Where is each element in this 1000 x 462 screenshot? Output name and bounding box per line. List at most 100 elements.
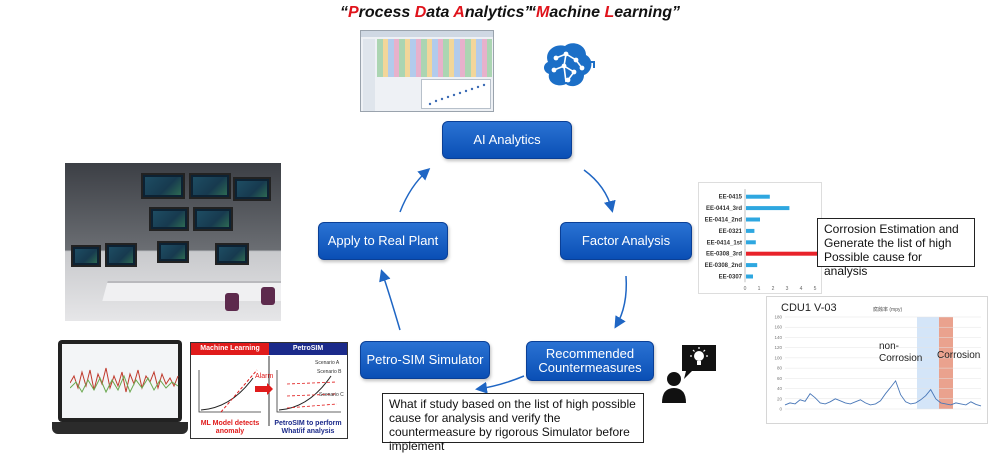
panel-graphs (198, 356, 341, 426)
heading-pda-open-quote: “ (340, 4, 348, 21)
factor-category-label: EE-0307 (719, 275, 743, 281)
arrow-factor-to-recommend (614, 275, 628, 329)
cdu-y-tick: 180 (774, 315, 782, 320)
cdu-label-corrosion: Corrosion (937, 350, 980, 361)
heading-pda-rest3: nalytics” (464, 4, 533, 21)
thumb-data-grid (377, 39, 492, 77)
control-room-desk (102, 281, 281, 301)
factor-x-tick: 2 (772, 286, 775, 292)
factor-category-label: EE-0414_1st (707, 240, 742, 246)
control-room-monitor (157, 241, 189, 263)
heading-process-data-analytics: “Process Data Analytics” (340, 4, 532, 22)
factor-bar (746, 251, 819, 256)
region-corrosion (939, 317, 953, 409)
heading-pda-p: P (348, 4, 359, 21)
factor-x-tick: 4 (800, 286, 803, 292)
control-room-photo (65, 163, 281, 321)
factor-category-label: EE-0414_2nd (705, 218, 743, 224)
arrow-petro-to-apply (379, 269, 401, 331)
cdu-y-tick: 140 (774, 335, 782, 340)
laptop-image (52, 340, 188, 436)
arrow-apply-to-ai (399, 168, 431, 213)
region-non-corrosion (917, 317, 939, 409)
cdu-y-tick: 20 (777, 396, 783, 401)
heading-ml-rest1: achine (549, 4, 605, 21)
heading-pda-rest1: rocess (358, 4, 415, 21)
cdu-y-tick: 60 (777, 376, 783, 381)
factor-bar (746, 263, 758, 268)
panel-ml-caption-2: anomaly (215, 428, 245, 435)
factor-bar (746, 274, 753, 279)
factor-chart-svg: EE-0415EE-0414_3rdEE-0414_2ndEE-0321EE-0… (705, 189, 819, 292)
heading-pda-d: D (414, 4, 427, 21)
cdu-y-tick: 0 (779, 407, 782, 412)
callout-what-if-study: What if study based on the list of high … (382, 393, 644, 453)
control-room-monitor (189, 173, 231, 199)
panel-scenario-a: Scenario A (315, 360, 340, 366)
heading-ml-rest2: earning” (614, 4, 681, 21)
panel-ml-caption: ML Model detects anomaly (191, 420, 269, 436)
panel-petrosim-header: PetroSIM (269, 343, 347, 355)
factor-bar (746, 228, 755, 233)
laptop-chart (70, 367, 179, 394)
panel-ps-caption-2: What/if analysis (281, 428, 335, 435)
heading-ml-m: M (536, 4, 550, 21)
cdu-y-tick: 100 (774, 355, 782, 360)
factor-bar (746, 217, 760, 222)
node-apply-label: Apply to Real Plant (327, 233, 439, 248)
factor-bar (746, 240, 756, 245)
control-room-monitor (233, 177, 271, 201)
process-data-analytics-screenshot (360, 30, 494, 112)
panel-alarm-label: Alarm (255, 373, 274, 380)
factor-bar (746, 206, 790, 211)
cdu-chart-ylabel: 腐蝕率 (mpy) (873, 306, 903, 313)
factor-x-tick: 5 (814, 286, 817, 292)
panel-ml-header: Machine Learning (191, 343, 269, 355)
factor-category-label: EE-0414_3rd (706, 206, 742, 212)
panel-scenario-b: Scenario B (317, 369, 342, 375)
control-room-monitor (193, 207, 233, 231)
factor-x-tick: 0 (744, 286, 747, 292)
machine-learning-brain-icon (544, 43, 595, 87)
control-room-monitor (215, 243, 249, 265)
cdu-chart-title: CDU1 V-03 (781, 302, 837, 314)
laptop-screen (58, 340, 182, 422)
control-room-chair (225, 293, 239, 311)
laptop-base (52, 422, 188, 434)
factor-category-label: EE-0321 (719, 229, 743, 235)
factor-category-label: EE-0308_3rd (706, 252, 742, 258)
cdu-y-tick: 120 (774, 345, 782, 350)
heading-pda-rest2: ata (426, 4, 454, 21)
factor-category-label: EE-0415 (719, 195, 743, 201)
panel-petrosim-caption: PetroSIM to perform What/if analysis (269, 420, 347, 436)
control-room-chair (261, 287, 275, 305)
factor-bar (746, 194, 770, 199)
node-petro-sim-label: Petro-SIM Simulator (366, 352, 484, 367)
control-room-monitor (149, 207, 189, 231)
panel-scenario-c: Scenario C (319, 392, 344, 398)
person-idea-icon (662, 345, 716, 403)
node-recommended-countermeasures: Recommended Countermeasures (526, 341, 654, 381)
cdu-label-non-corrosion-2: Corrosion (879, 353, 922, 364)
node-factor-analysis: Factor Analysis (560, 222, 692, 260)
cdu-series-line (784, 379, 982, 407)
thumb-toolbar (361, 31, 493, 37)
heading-pda-a: A (453, 4, 465, 21)
panel-ml-caption-1: ML Model detects (200, 420, 260, 427)
thumb-sidebar (363, 39, 375, 111)
cdu-y-tick: 40 (777, 386, 783, 391)
node-apply-to-real-plant: Apply to Real Plant (318, 222, 448, 260)
thumb-scatter-svg (428, 83, 486, 106)
ml-petrosim-panel: Machine Learning PetroSIM Alarm Scenario… (190, 342, 348, 439)
control-room-monitor (71, 245, 101, 267)
heading-ml-open-quote: “ (528, 4, 536, 21)
thumb-scatter-plot (421, 79, 491, 109)
cdu-y-tick: 80 (777, 366, 783, 371)
heading-machine-learning: “Machine Learning” (528, 4, 680, 22)
control-room-monitor (141, 173, 185, 199)
factor-x-tick: 3 (786, 286, 789, 292)
factor-x-tick: 1 (758, 286, 761, 292)
